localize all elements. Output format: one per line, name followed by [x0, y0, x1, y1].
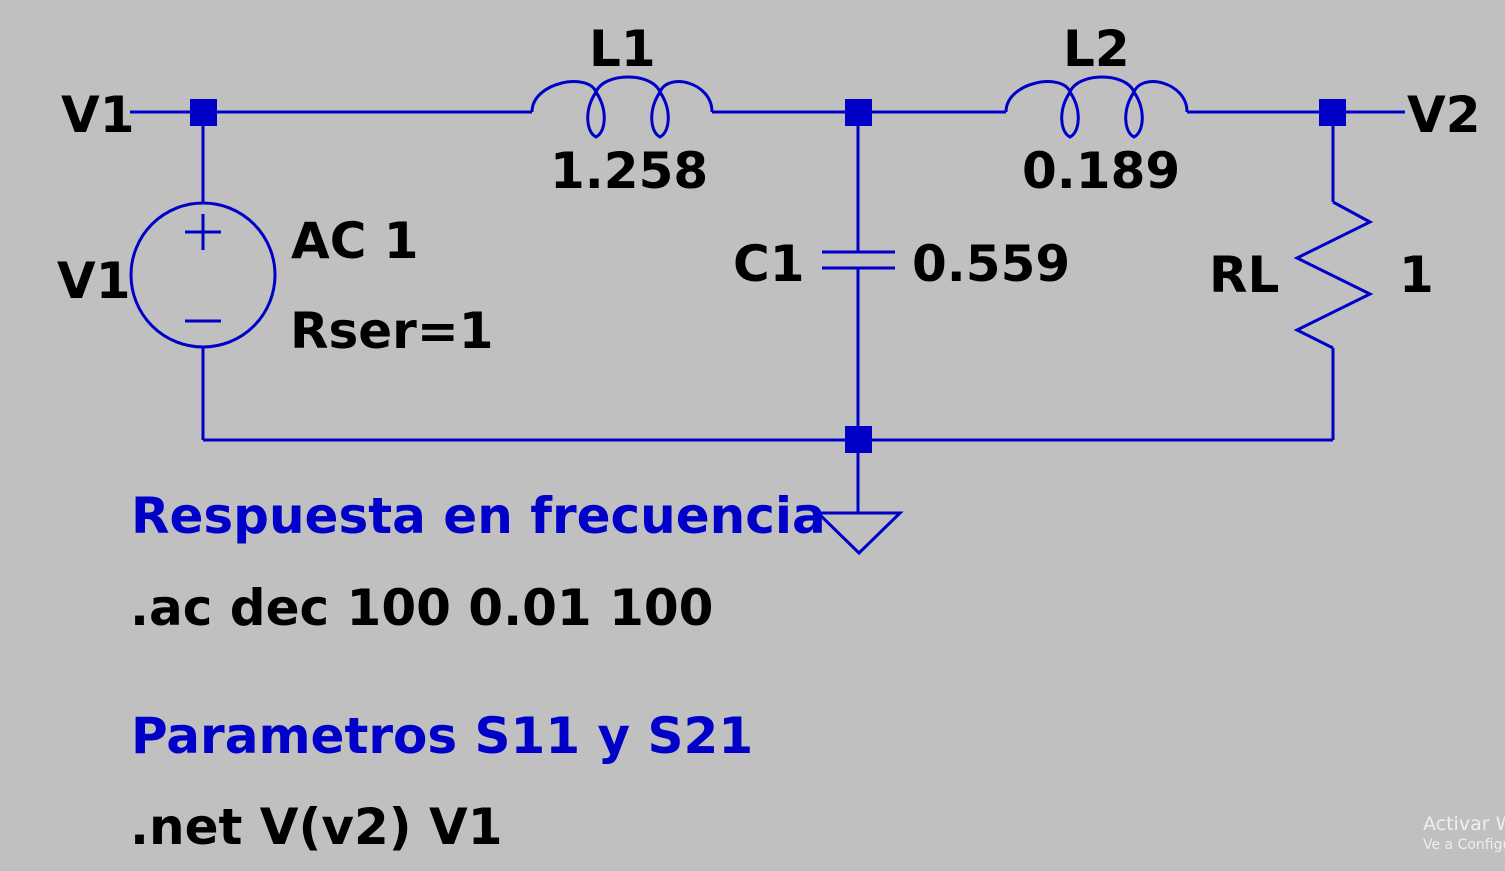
resistor-rl-symbol[interactable] [1293, 200, 1374, 350]
voltage-source-v1-symbol[interactable] [129, 201, 277, 349]
junction-node-ground[interactable] [845, 426, 872, 453]
rl-value-label[interactable]: 1 [1399, 246, 1434, 304]
capacitor-c1-symbol[interactable] [822, 250, 895, 270]
inductor-l2-symbol[interactable] [1004, 75, 1189, 139]
comment-frequency-response[interactable]: Respuesta en frecuencia [131, 487, 826, 545]
ground-icon[interactable] [814, 511, 904, 556]
junction-node-v2[interactable] [1319, 99, 1346, 126]
source-value-label[interactable]: AC 1 [291, 212, 419, 270]
net-label-v2[interactable]: V2 [1407, 86, 1481, 144]
source-name-label[interactable]: V1 [57, 252, 131, 310]
l2-name-label[interactable]: L2 [1063, 20, 1130, 78]
net-label-v1[interactable]: V1 [61, 86, 135, 144]
junction-node-mid[interactable] [845, 99, 872, 126]
l2-value-label[interactable]: 0.189 [1022, 142, 1181, 200]
l1-value-label[interactable]: 1.258 [550, 142, 709, 200]
spice-directive-ac[interactable]: .ac dec 100 0.01 100 [130, 579, 714, 637]
rl-name-label[interactable]: RL [1209, 246, 1280, 304]
inductor-l1-symbol[interactable] [530, 75, 714, 139]
activation-watermark-title: Activar W [1423, 813, 1505, 835]
activation-watermark-subtitle: Ve a Configu [1423, 837, 1505, 853]
spice-directive-net[interactable]: .net V(v2) V1 [130, 798, 503, 856]
junction-node-v1[interactable] [190, 99, 217, 126]
l1-name-label[interactable]: L1 [589, 20, 656, 78]
source-rser-label[interactable]: Rser=1 [290, 302, 494, 360]
c1-value-label[interactable]: 0.559 [912, 235, 1071, 293]
c1-name-label[interactable]: C1 [733, 235, 805, 293]
comment-s-parameters[interactable]: Parametros S11 y S21 [131, 707, 754, 765]
